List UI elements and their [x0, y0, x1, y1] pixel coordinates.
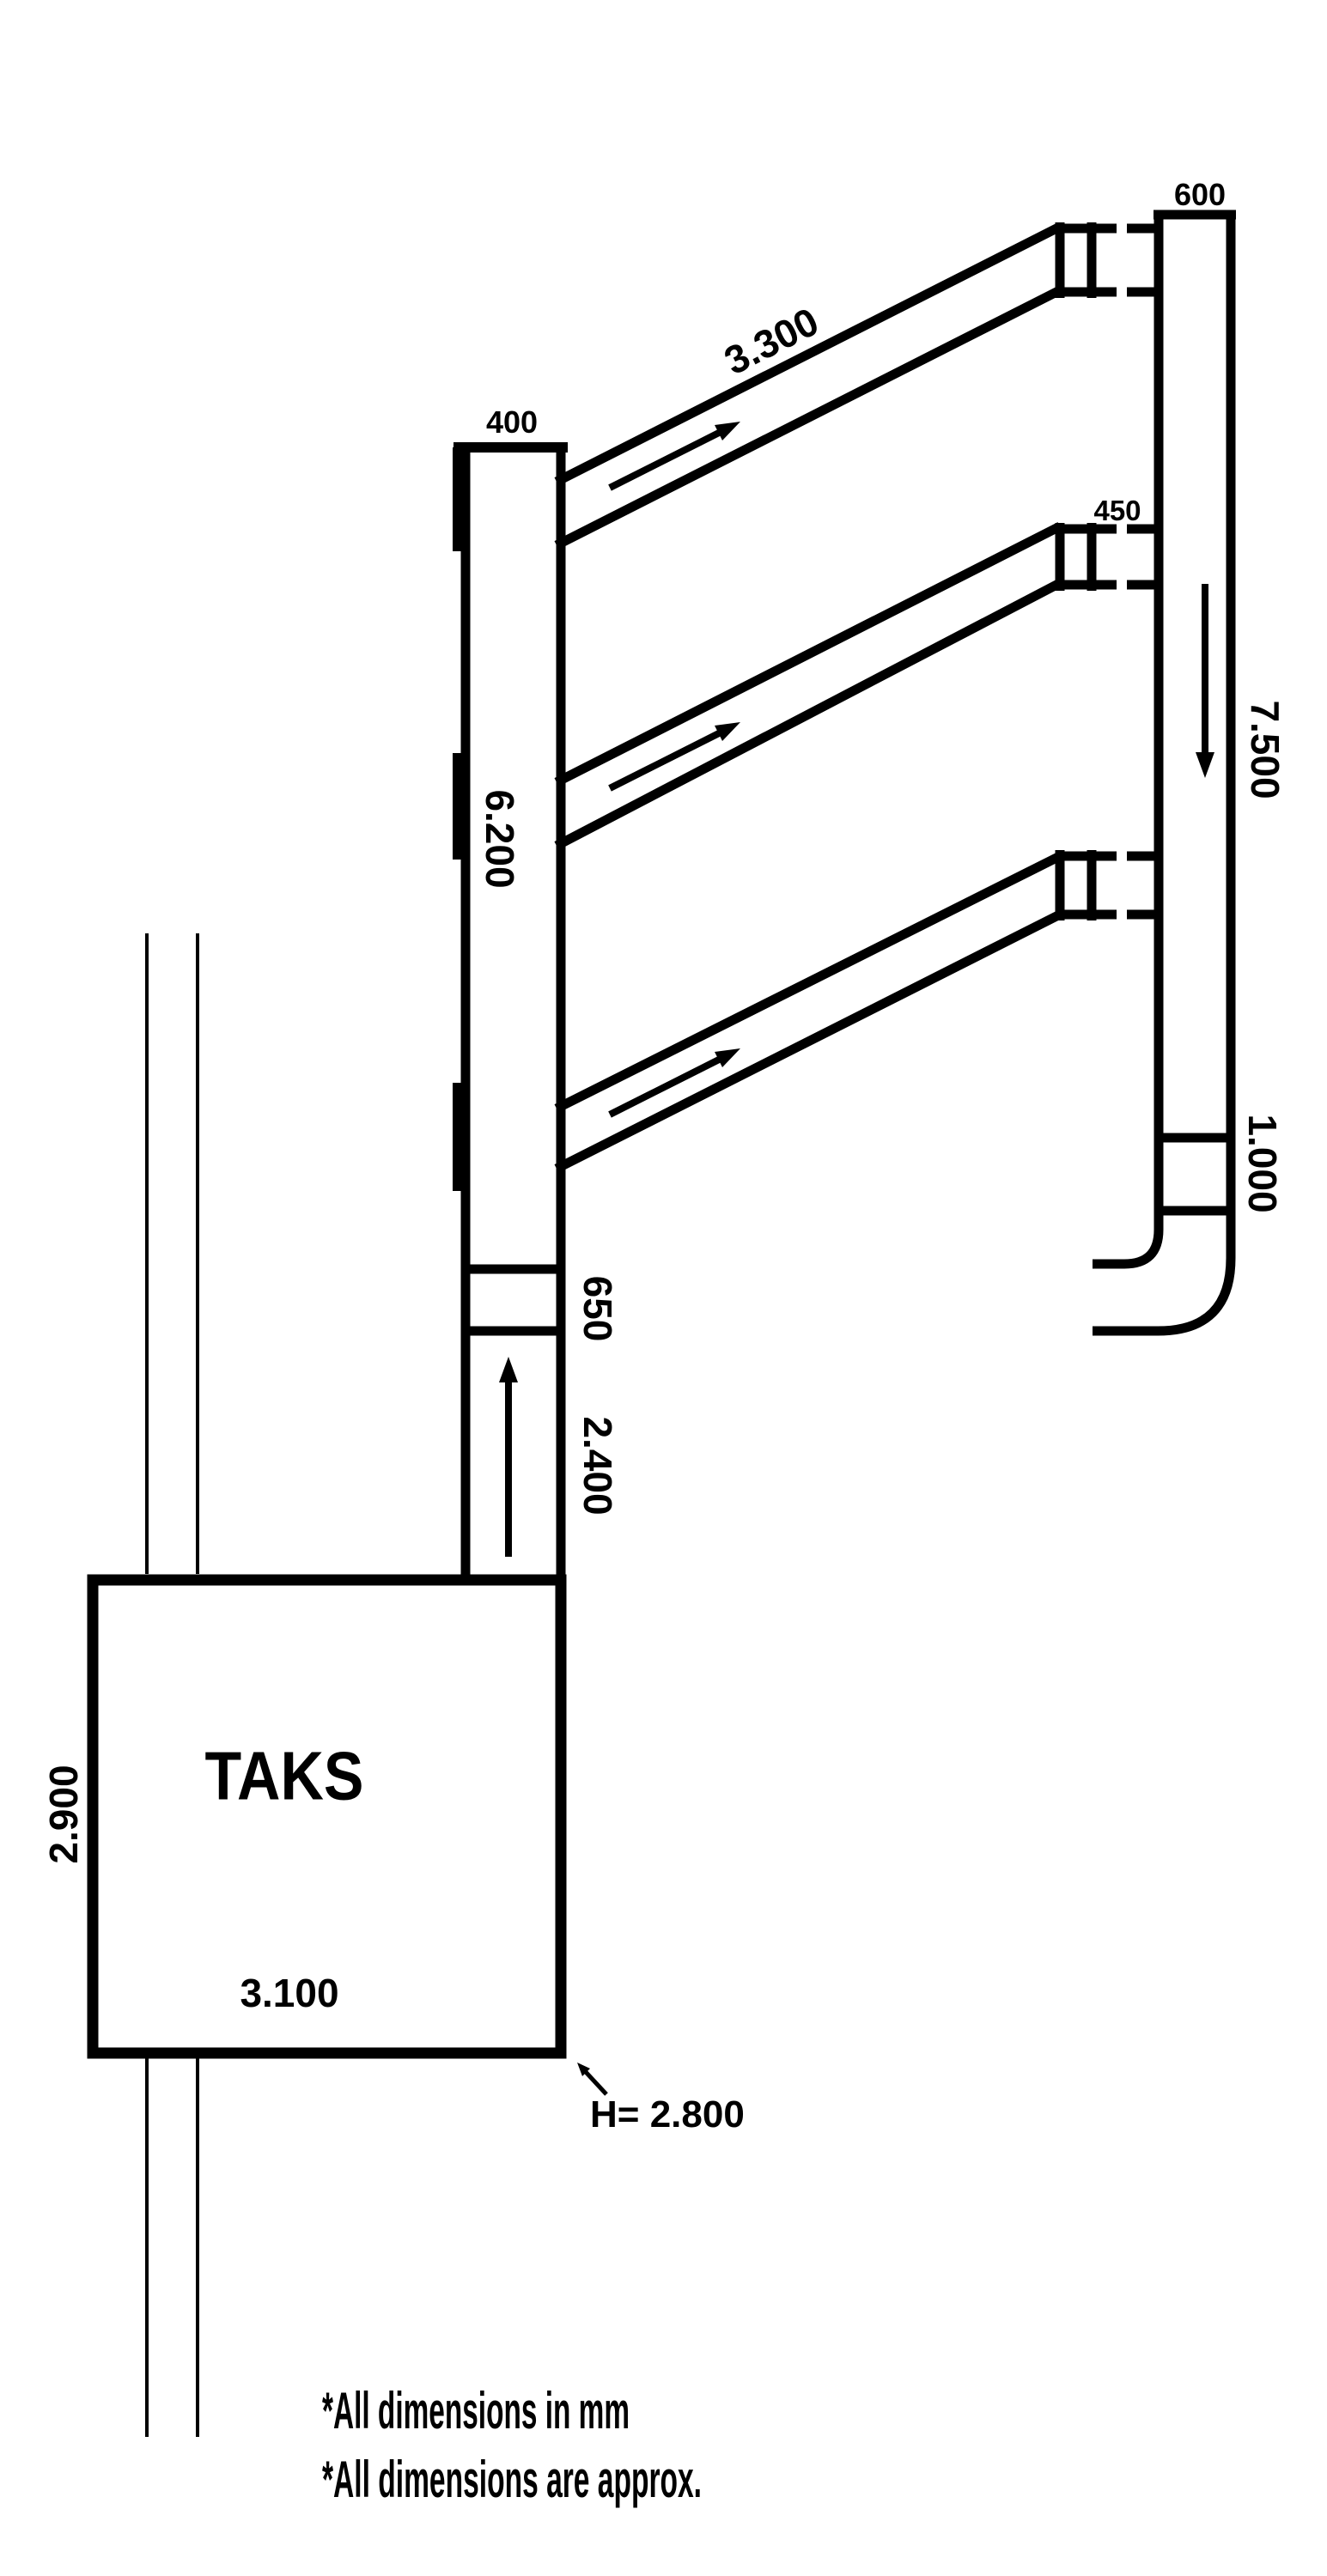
clearance-arrow-head: [577, 2063, 590, 2076]
drop-duct: [1093, 210, 1236, 1336]
riser-side-tabs: [453, 447, 466, 1191]
box-height-label: 2.900: [41, 1765, 86, 1863]
branch2-flow-arrow: [608, 722, 740, 792]
riser-flow-arrow-head: [499, 1357, 518, 1382]
drop-lower-segment-label: 1.000: [1240, 1114, 1285, 1212]
riser-tab-top: [453, 447, 466, 551]
branch1-top-wall: [554, 222, 1062, 486]
drop-right-wall-and-outer-elbow: [1093, 215, 1236, 1336]
riser-lower-height-label: 2.400: [575, 1416, 620, 1515]
riser-duct: [453, 442, 568, 1580]
taks-label: TAKS: [205, 1738, 364, 1814]
drop-left-wall-and-inner-elbow: [1093, 215, 1164, 1269]
box-width-label: 3.100: [240, 1971, 338, 2015]
drop-flow-arrow: [1196, 584, 1214, 778]
branch2-flow-arrow-head: [715, 722, 740, 741]
branch2-bottom-wall: [554, 579, 1062, 850]
dimension-labels: 400 600 450 3.300 6.200 650 2.400 7.500 …: [41, 177, 1287, 2136]
clearance-arrow-shaft: [583, 2069, 608, 2096]
riser-tab-middle: [453, 753, 466, 860]
box-clearance-label: H= 2.800: [590, 2093, 745, 2136]
branch2-flow-arrow-shaft: [608, 729, 722, 792]
branch-duct-2: [554, 522, 1160, 850]
branch-connector-width-label: 450: [1093, 495, 1141, 526]
riser-tab-bottom: [453, 1083, 466, 1191]
riser-main-height-label: 6.200: [478, 789, 522, 888]
taks-unit: TAKS: [87, 1574, 567, 2059]
branch3-bottom-wall: [554, 910, 1062, 1173]
clearance-annotation-arrow: [577, 2063, 608, 2096]
drop-width-label: 600: [1174, 177, 1226, 212]
riser-transition-label: 650: [575, 1276, 620, 1342]
branch1-flow-arrow-shaft: [608, 428, 722, 491]
branch-duct-1: [554, 222, 1160, 550]
riser-flow-arrow: [499, 1357, 518, 1557]
riser-width-label: 400: [486, 404, 538, 440]
branch3-flow-arrow: [608, 1048, 740, 1118]
branch3-flow-arrow-shaft: [608, 1055, 722, 1118]
branch1-flow-arrow: [608, 422, 740, 491]
reference-wall-lines: [145, 933, 199, 2437]
taks-box: [87, 1574, 567, 2059]
branch-duct-3: [554, 850, 1160, 1173]
footnote-approx: *All dimensions are approx.: [322, 2451, 702, 2508]
branch3-top-wall: [554, 852, 1062, 1113]
branch2-top-wall: [554, 522, 1062, 787]
footnote-units: *All dimensions in mm: [322, 2382, 630, 2439]
drop-main-height-label: 7.500: [1243, 700, 1287, 799]
branch1-flow-arrow-head: [715, 422, 740, 440]
branch3-flow-arrow-head: [715, 1048, 740, 1067]
branch1-bottom-wall: [554, 286, 1062, 550]
drop-flow-arrow-head: [1196, 752, 1214, 778]
footnotes: *All dimensions in mm *All dimensions ar…: [322, 2382, 702, 2508]
